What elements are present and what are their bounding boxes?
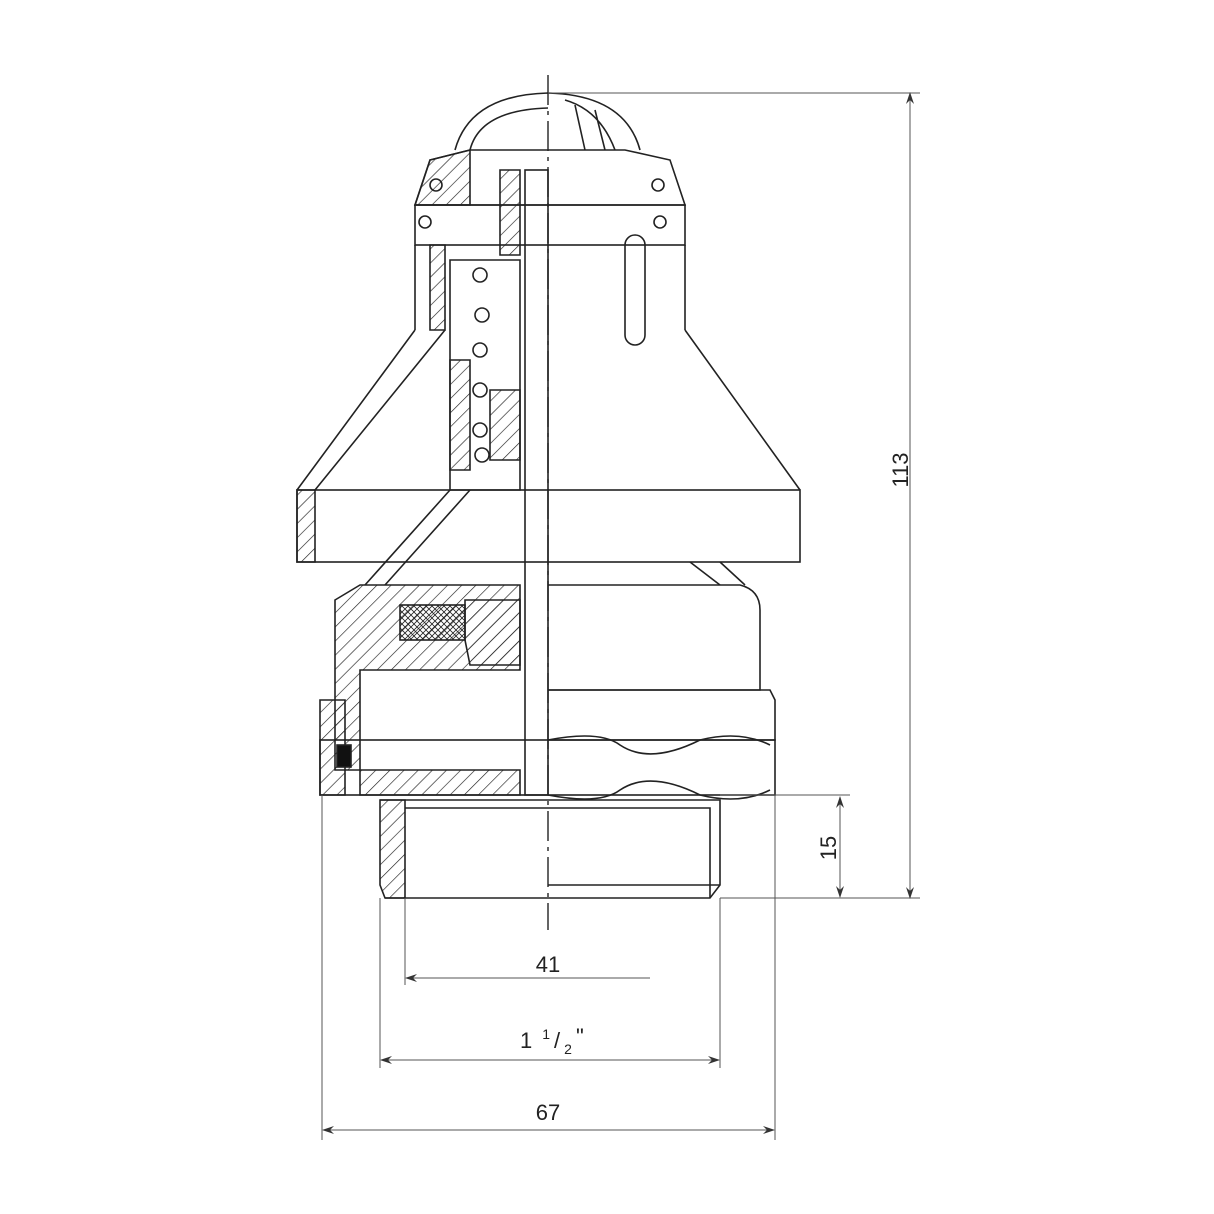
cone (296, 329, 801, 491)
spring (472, 267, 490, 463)
thread-section (379, 799, 406, 899)
dim-113-label: 113 (888, 452, 913, 487)
dim-41-label: 41 (536, 952, 560, 977)
dim-15-label: 15 (816, 836, 841, 860)
dim-67-label: 67 (536, 1100, 560, 1125)
dimension-lines (321, 92, 920, 1140)
dim-thread-label: 1 1 / 2 " (520, 1024, 584, 1058)
filter-seal (399, 604, 466, 641)
